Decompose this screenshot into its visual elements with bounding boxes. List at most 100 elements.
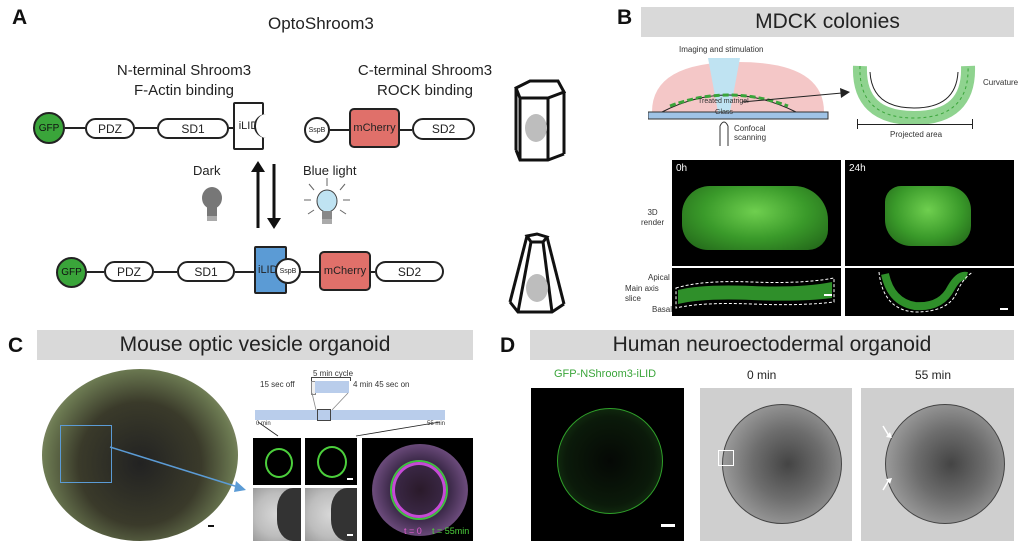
colony-render [885,186,971,246]
sd1-domain: SD1 [177,261,235,282]
pointer-arrow-icon [741,88,850,103]
slice-0h-drawing [675,277,835,309]
scale-bar [347,534,353,536]
linker [400,129,412,131]
linker [87,271,104,273]
linker [65,127,85,129]
panel-label-d: D [500,334,516,357]
confocal-label: Confocal scanning [734,124,767,142]
timeline-pointer-arrows [257,421,441,437]
glass-label: Glass [715,109,733,116]
timeline-start-label: 0 min [256,421,271,427]
curved-colony-diagram [852,65,976,126]
deformation-arrows-icon [882,425,892,491]
imaging-setup-diagram [648,58,829,146]
sd2-domain: SD2 [412,118,475,140]
linker [135,127,157,129]
panel-b-banner: MDCK colonies [641,7,1014,37]
linker [229,127,233,129]
slice-0h-image [672,268,841,316]
gfp-marker-label: GFP-NShroom3-iLID [554,368,657,380]
stimulation-timeline [255,410,445,420]
equilibrium-arrows-icon [251,161,281,229]
render-0h-image [672,160,841,266]
blue-light-bulb-icon [304,178,350,224]
projected-area-tick [972,119,973,129]
brightfield-t55-image [305,488,357,541]
on-segment [315,381,349,393]
linker [301,271,319,273]
panel-label-c: C [8,334,24,357]
main-axis-label: Main axis slice [625,284,659,303]
linker [330,129,349,131]
mcherry-domain: mCherry [319,251,371,291]
organoid-body [42,369,238,541]
organoid-shadow [277,488,301,541]
gfp-t55-image [305,438,357,485]
gfp-domain: GFP [33,112,65,144]
gfp-domain: GFP [56,257,87,288]
constricted-cell-icon [508,232,566,314]
ilid-pocket [254,114,278,138]
projected-area-label: Projected area [890,130,943,139]
blue-light-label: Blue light [303,163,357,178]
dark-bulb-icon [202,187,222,221]
c-terminal-label: C-terminal Shroom3 ROCK binding [357,62,493,99]
brightfield-55min-image [861,388,1014,541]
timeline-end-label: 55 min [427,421,446,427]
n-terminal-label: N-terminal Shroom3 F-Actin binding [116,62,252,99]
gfp-t0-image [253,438,301,485]
vesicle-ring [265,448,293,478]
zoom-arrow-icon [109,446,246,492]
scale-bar [661,524,675,527]
overlay-t55-label: t = 55min [432,526,470,536]
dark-label: Dark [193,163,221,178]
panel-d-banner: Human neuroectodermal organoid [530,330,1014,360]
render-24h-image [845,160,1014,266]
inset-box [718,450,734,466]
sd1-domain: SD1 [157,118,229,139]
linker [154,271,177,273]
cycle-label: 5 min cycle [313,369,354,378]
mcherry-domain: mCherry [349,108,400,148]
columnar-cell-icon [514,79,566,162]
organoid-body [885,404,1005,524]
time-0min-label: 0 min [747,368,777,382]
organoid-body [722,404,842,524]
pdz-domain: PDZ [85,118,135,139]
slice-24h-drawing [878,271,1008,313]
timeline-cycle-box [317,409,331,421]
zoom-region-box [60,425,112,483]
off-label: 15 sec off [260,380,295,389]
pdz-domain: PDZ [104,261,154,282]
brightfield-t0-image [253,488,301,541]
on-label: 4 min 45 sec on [353,380,410,389]
linker [371,271,375,273]
linker [235,271,254,273]
matrigel-label: Treated matrigel [698,98,749,105]
overlay-image: t = 0 t = 55min [362,438,473,541]
panel-c-banner: Mouse optic vesicle organoid [37,330,473,360]
projected-area-tick [857,119,858,129]
curvature-label: Curvature [983,78,1019,87]
vesicle-ring [317,446,347,478]
sspb-domain: SspB [275,258,301,284]
brightfield-0min-image [700,388,852,541]
vesicle-overlay-ring [392,462,446,518]
sd2-domain: SD2 [375,261,444,282]
cycle-bracket [311,377,351,381]
time-24h-label: 24h [849,163,866,174]
render-label: 3D render [641,208,665,227]
time-0h-label: 0h [676,163,688,174]
panel-label-b: B [617,6,633,29]
timeline-zoom-lines [311,392,349,411]
panel-a-title: OptoShroom3 [268,14,374,33]
gfp-organoid-image [531,388,684,541]
time-55min-label: 55 min [915,368,952,382]
imaging-label: Imaging and stimulation [679,45,764,54]
panel-label-a: A [12,6,28,29]
overlay-t0-label: t = 0 [404,526,422,536]
projected-area-line [857,124,973,125]
sspb-domain: SspB [304,117,330,143]
scale-bar [347,478,353,480]
